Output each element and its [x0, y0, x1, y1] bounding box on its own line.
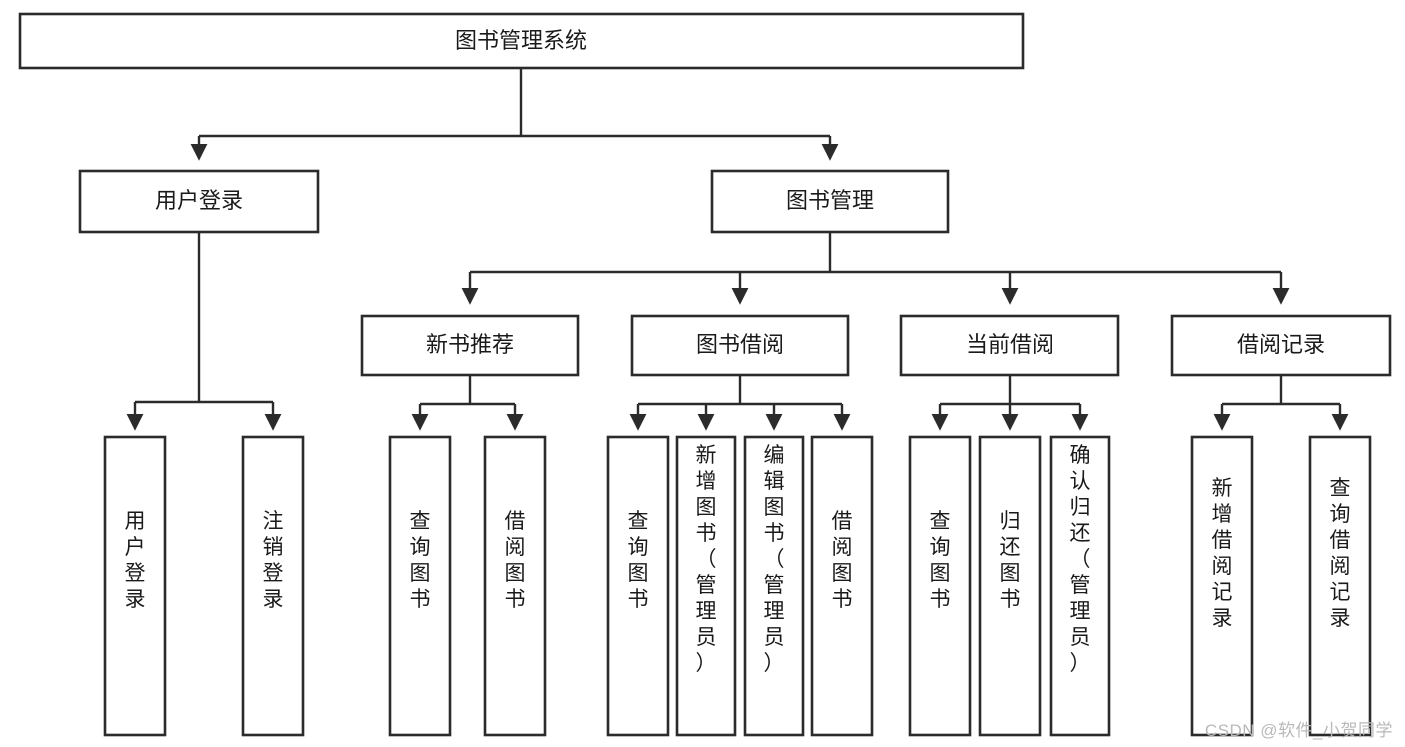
leaf-user-logout[interactable]: 注销登录 — [241, 435, 305, 737]
leaf-add-book-box[interactable] — [675, 435, 737, 737]
leaf-add-book[interactable]: 新增图书（管理员） — [675, 435, 737, 737]
connector-group-borrow-record — [1213, 376, 1349, 431]
leaf-query-book-3-label: 查询图书 — [930, 510, 951, 611]
leaf-borrow-book-2-label: 借阅图书 — [832, 510, 853, 611]
leaf-borrow-book-1-box[interactable] — [483, 435, 547, 737]
leaf-edit-book[interactable]: 编辑图书（管理员） — [743, 435, 805, 737]
leaf-query-book-1-box[interactable] — [388, 435, 452, 737]
node-new-book-recommend-label: 新书推荐 — [426, 332, 514, 357]
connector-group-book-manage — [461, 233, 1290, 305]
leaf-edit-book-label: 编辑图书（管理员） — [764, 444, 785, 675]
leaf-query-book-1[interactable]: 查询图书 — [388, 435, 452, 737]
node-root-box[interactable] — [18, 12, 1025, 70]
leaf-borrow-book-1-label: 借阅图书 — [505, 510, 526, 611]
connector-group-current-borrow — [931, 376, 1089, 431]
node-book-borrow[interactable]: 图书借阅 — [630, 314, 850, 377]
leaf-borrow-book-2[interactable]: 借阅图书 — [810, 435, 874, 737]
leaf-query-book-2-label: 查询图书 — [628, 510, 649, 611]
leaf-query-book-3-box[interactable] — [908, 435, 972, 737]
leaf-return-book-label: 归还图书 — [1000, 510, 1021, 611]
node-root[interactable]: 图书管理系统 — [18, 12, 1025, 70]
node-book-manage[interactable]: 图书管理 — [710, 169, 950, 234]
node-user-login-label: 用户登录 — [155, 188, 243, 213]
leaf-query-book-2-box[interactable] — [606, 435, 670, 737]
node-user-login[interactable]: 用户登录 — [78, 169, 320, 234]
leaf-user-login-box[interactable] — [103, 435, 167, 737]
leaf-query-book-1-label: 查询图书 — [410, 510, 431, 611]
leaf-query-record-label: 查询借阅记录 — [1330, 477, 1351, 630]
node-borrow-record-box[interactable] — [1170, 314, 1392, 377]
node-new-book-recommend-box[interactable] — [360, 314, 580, 377]
connector-group-book-borrow — [629, 376, 851, 431]
leaf-confirm-return-label: 确认归还（管理员） — [1070, 444, 1091, 675]
csdn-watermark: CSDN @软件_小贺同学 — [1204, 721, 1393, 740]
leaf-add-book-label: 新增图书（管理员） — [696, 444, 717, 675]
leaf-add-record-box[interactable] — [1190, 435, 1254, 737]
node-root-label: 图书管理系统 — [455, 28, 587, 53]
connector-group-new-book-recommend — [411, 376, 524, 431]
connector-group-user-login — [126, 233, 282, 431]
leaf-query-record[interactable]: 查询借阅记录 — [1308, 435, 1372, 737]
leaf-user-logout-label: 注销登录 — [263, 510, 284, 611]
connector-group-root — [190, 68, 839, 161]
leaf-user-logout-box[interactable] — [241, 435, 305, 737]
leaf-borrow-book-2-box[interactable] — [810, 435, 874, 737]
leaf-query-book-2[interactable]: 查询图书 — [606, 435, 670, 737]
node-new-book-recommend[interactable]: 新书推荐 — [360, 314, 580, 377]
leaf-return-book-box[interactable] — [978, 435, 1042, 737]
leaf-edit-book-box[interactable] — [743, 435, 805, 737]
node-book-borrow-box[interactable] — [630, 314, 850, 377]
node-current-borrow[interactable]: 当前借阅 — [899, 314, 1120, 377]
node-current-borrow-label: 当前借阅 — [966, 332, 1054, 357]
leaf-confirm-return[interactable]: 确认归还（管理员） — [1049, 435, 1111, 737]
node-current-borrow-box[interactable] — [899, 314, 1120, 377]
node-book-borrow-label: 图书借阅 — [696, 332, 784, 357]
leaf-add-record[interactable]: 新增借阅记录 — [1190, 435, 1254, 737]
node-user-login-box[interactable] — [78, 169, 320, 234]
leaf-query-book-3[interactable]: 查询图书 — [908, 435, 972, 737]
leaf-return-book[interactable]: 归还图书 — [978, 435, 1042, 737]
node-borrow-record-label: 借阅记录 — [1237, 332, 1325, 357]
leaf-add-record-label: 新增借阅记录 — [1212, 477, 1233, 630]
node-borrow-record[interactable]: 借阅记录 — [1170, 314, 1392, 377]
node-book-manage-box[interactable] — [710, 169, 950, 234]
leaf-confirm-return-box[interactable] — [1049, 435, 1111, 737]
leaf-query-record-box[interactable] — [1308, 435, 1372, 737]
leaf-user-login-label: 用户登录 — [125, 510, 146, 611]
leaf-user-login[interactable]: 用户登录 — [103, 435, 167, 737]
leaf-borrow-book-1[interactable]: 借阅图书 — [483, 435, 547, 737]
node-book-manage-label: 图书管理 — [786, 188, 874, 213]
